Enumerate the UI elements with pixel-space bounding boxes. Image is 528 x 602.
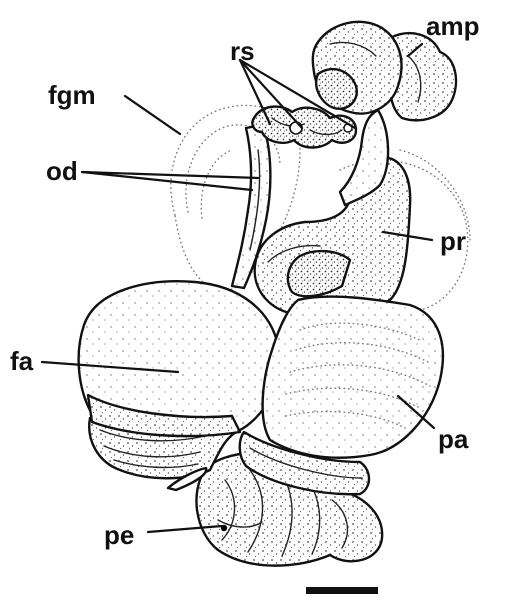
label-fgm: fgm <box>48 80 96 110</box>
female-atrium <box>79 281 280 436</box>
label-rs: rs <box>230 36 255 66</box>
label-pr: pr <box>440 226 466 256</box>
leader-fgm <box>125 96 180 134</box>
label-fa: fa <box>10 346 34 376</box>
label-pe: pe <box>104 520 134 550</box>
prostate <box>255 157 410 315</box>
label-pa: pa <box>438 424 469 454</box>
scale-bar <box>306 587 378 594</box>
label-od: od <box>46 156 78 186</box>
label-amp: amp <box>426 11 479 41</box>
